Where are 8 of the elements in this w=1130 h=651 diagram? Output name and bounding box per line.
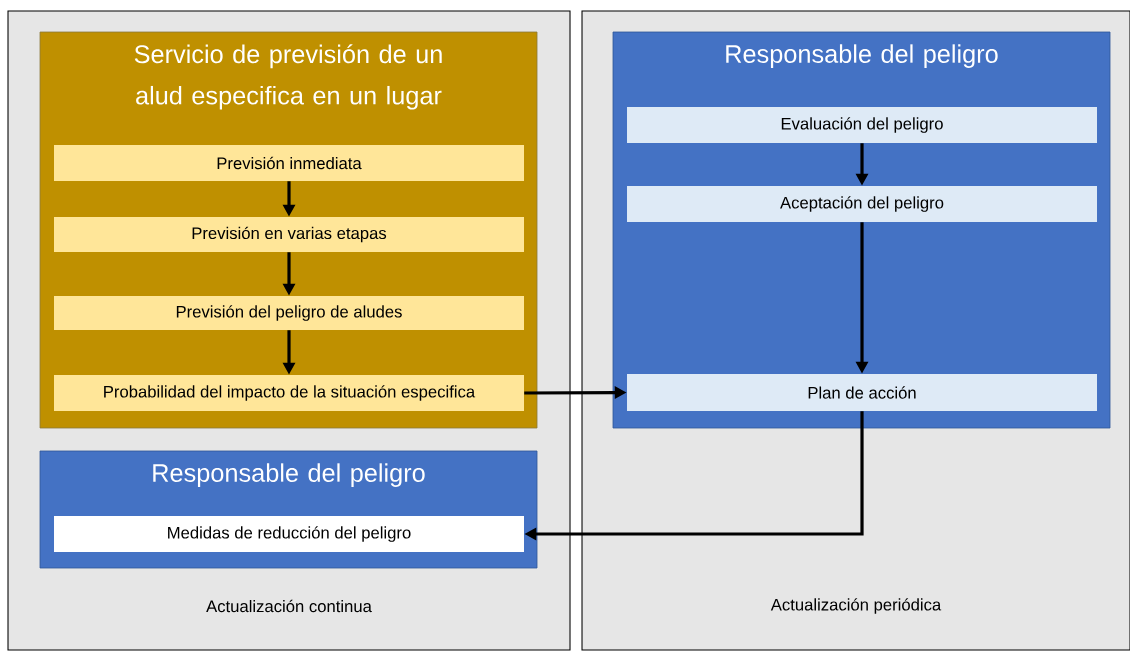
step-box: Previsión en varias etapas: [54, 217, 524, 252]
step-box: Plan de acción: [627, 374, 1097, 411]
step-box: Probabilidad del impacto de la situación especifica: [54, 375, 524, 411]
step-box: Previsión del peligro de aludes: [54, 296, 524, 330]
step-box: Aceptación del peligro: [627, 186, 1097, 222]
step-box: Medidas de reducción del peligro: [54, 516, 524, 552]
step-box: Evaluación del peligro: [627, 107, 1097, 143]
step-box: Previsión inmediata: [54, 145, 524, 181]
